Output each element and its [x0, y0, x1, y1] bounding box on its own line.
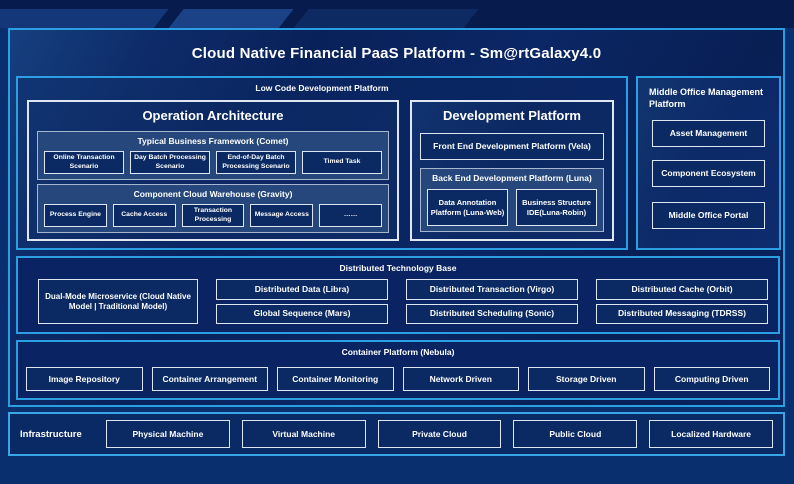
distributed-items-row: Dual-Mode Microservice (Cloud Native Mod… — [38, 279, 768, 324]
container-platform-section: Container Platform (Nebula) Image Reposi… — [16, 340, 780, 400]
infrastructure-items-row: Physical Machine Virtual Machine Private… — [106, 420, 773, 448]
box-asset-management: Asset Management — [652, 120, 765, 147]
box-dual-mode-microservice: Dual-Mode Microservice (Cloud Native Mod… — [38, 279, 198, 324]
box-distributed-scheduling-sonic: Distributed Scheduling (Sonic) — [406, 303, 578, 324]
low-code-development-platform-section: Low Code Development Platform Operation … — [16, 76, 628, 250]
decor-streak — [0, 9, 169, 28]
gravity-group-label: Component Cloud Warehouse (Gravity) — [133, 189, 293, 199]
main-architecture-panel: Cloud Native Financial PaaS Platform - S… — [8, 28, 785, 407]
box-timed-task: Timed Task — [302, 151, 382, 174]
distributed-column-2: Distributed Transaction (Virgo) Distribu… — [406, 279, 578, 324]
box-message-access: Message Access — [250, 204, 314, 227]
box-container-monitoring: Container Monitoring — [277, 367, 394, 391]
comet-group-label: Typical Business Framework (Comet) — [137, 136, 289, 146]
box-distributed-data-libra: Distributed Data (Libra) — [216, 279, 388, 300]
infrastructure-label: Infrastructure — [20, 428, 82, 440]
luna-group-label: Back End Development Platform (Luna) — [432, 173, 592, 183]
typical-business-framework-group: Typical Business Framework (Comet) Onlin… — [37, 131, 389, 180]
page-title: Cloud Native Financial PaaS Platform - S… — [191, 44, 602, 62]
box-component-ecosystem: Component Ecosystem — [652, 160, 765, 187]
box-container-arrangement: Container Arrangement — [151, 367, 268, 391]
box-network-driven: Network Driven — [402, 367, 519, 391]
low-code-section-label: Low Code Development Platform — [255, 83, 389, 93]
box-day-batch-processing-scenario: Day Batch Processing Scenario — [130, 151, 210, 174]
box-process-engine: Process Engine — [44, 204, 107, 227]
box-physical-machine: Physical Machine — [106, 420, 230, 448]
box-transaction-processing: Transaction Processing — [181, 204, 245, 227]
decor-streak — [291, 9, 479, 28]
distributed-section-label: Distributed Technology Base — [339, 263, 457, 273]
container-platform-label: Container Platform (Nebula) — [341, 347, 455, 357]
box-computing-driven: Computing Driven — [653, 367, 770, 391]
operation-architecture-title: Operation Architecture — [142, 108, 284, 123]
box-cache-access: Cache Access — [112, 204, 176, 227]
box-storage-driven: Storage Driven — [528, 367, 645, 391]
box-end-of-day-batch-processing-scenario: End-of-Day Batch Processing Scenario — [216, 151, 296, 174]
comet-items-row: Online Transaction Scenario Day Batch Pr… — [44, 151, 382, 174]
box-middle-office-portal: Middle Office Portal — [652, 202, 765, 229]
operation-architecture-panel: Operation Architecture Typical Business … — [27, 100, 399, 241]
box-business-structure-ide-luna-robin: Business Structure IDE(Luna-Robin) — [516, 189, 597, 226]
box-private-cloud: Private Cloud — [377, 420, 502, 448]
development-platform-panel: Development Platform Front End Developme… — [410, 100, 614, 241]
middle-office-management-platform-section: Middle Office Management Platform Asset … — [636, 76, 781, 250]
development-platform-title: Development Platform — [443, 108, 581, 123]
box-localized-hardware: Localized Hardware — [649, 420, 773, 448]
box-data-annotation-platform-luna-web: Data Annotation Platform (Luna-Web) — [427, 189, 508, 226]
middle-office-section-label: Middle Office Management Platform — [649, 87, 764, 110]
box-distributed-cache-orbit: Distributed Cache (Orbit) — [596, 279, 768, 300]
distributed-technology-base-section: Distributed Technology Base Dual-Mode Mi… — [16, 256, 780, 334]
top-decor-band — [0, 0, 794, 28]
box-front-end-development-platform-vela: Front End Development Platform (Vela) — [420, 133, 604, 160]
luna-items-row: Data Annotation Platform (Luna-Web) Busi… — [427, 189, 597, 226]
decor-streak — [166, 9, 294, 28]
box-public-cloud: Public Cloud — [513, 420, 638, 448]
box-distributed-messaging-tdrss: Distributed Messaging (TDRSS) — [596, 303, 768, 324]
back-end-development-platform-group: Back End Development Platform (Luna) Dat… — [420, 168, 604, 232]
component-cloud-warehouse-group: Component Cloud Warehouse (Gravity) Proc… — [37, 184, 389, 233]
box-virtual-machine: Virtual Machine — [241, 420, 366, 448]
box-distributed-transaction-virgo: Distributed Transaction (Virgo) — [406, 279, 578, 300]
box-image-repository: Image Repository — [26, 367, 143, 391]
box-online-transaction-scenario: Online Transaction Scenario — [44, 151, 124, 174]
box-global-sequence-mars: Global Sequence (Mars) — [216, 303, 388, 324]
box-ellipsis-more: …… — [319, 204, 382, 227]
distributed-column-1: Distributed Data (Libra) Global Sequence… — [216, 279, 388, 324]
gravity-items-row: Process Engine Cache Access Transaction … — [44, 204, 382, 227]
distributed-column-3: Distributed Cache (Orbit) Distributed Me… — [596, 279, 768, 324]
container-items-row: Image Repository Container Arrangement C… — [26, 367, 770, 391]
infrastructure-section: Infrastructure Physical Machine Virtual … — [8, 412, 785, 456]
